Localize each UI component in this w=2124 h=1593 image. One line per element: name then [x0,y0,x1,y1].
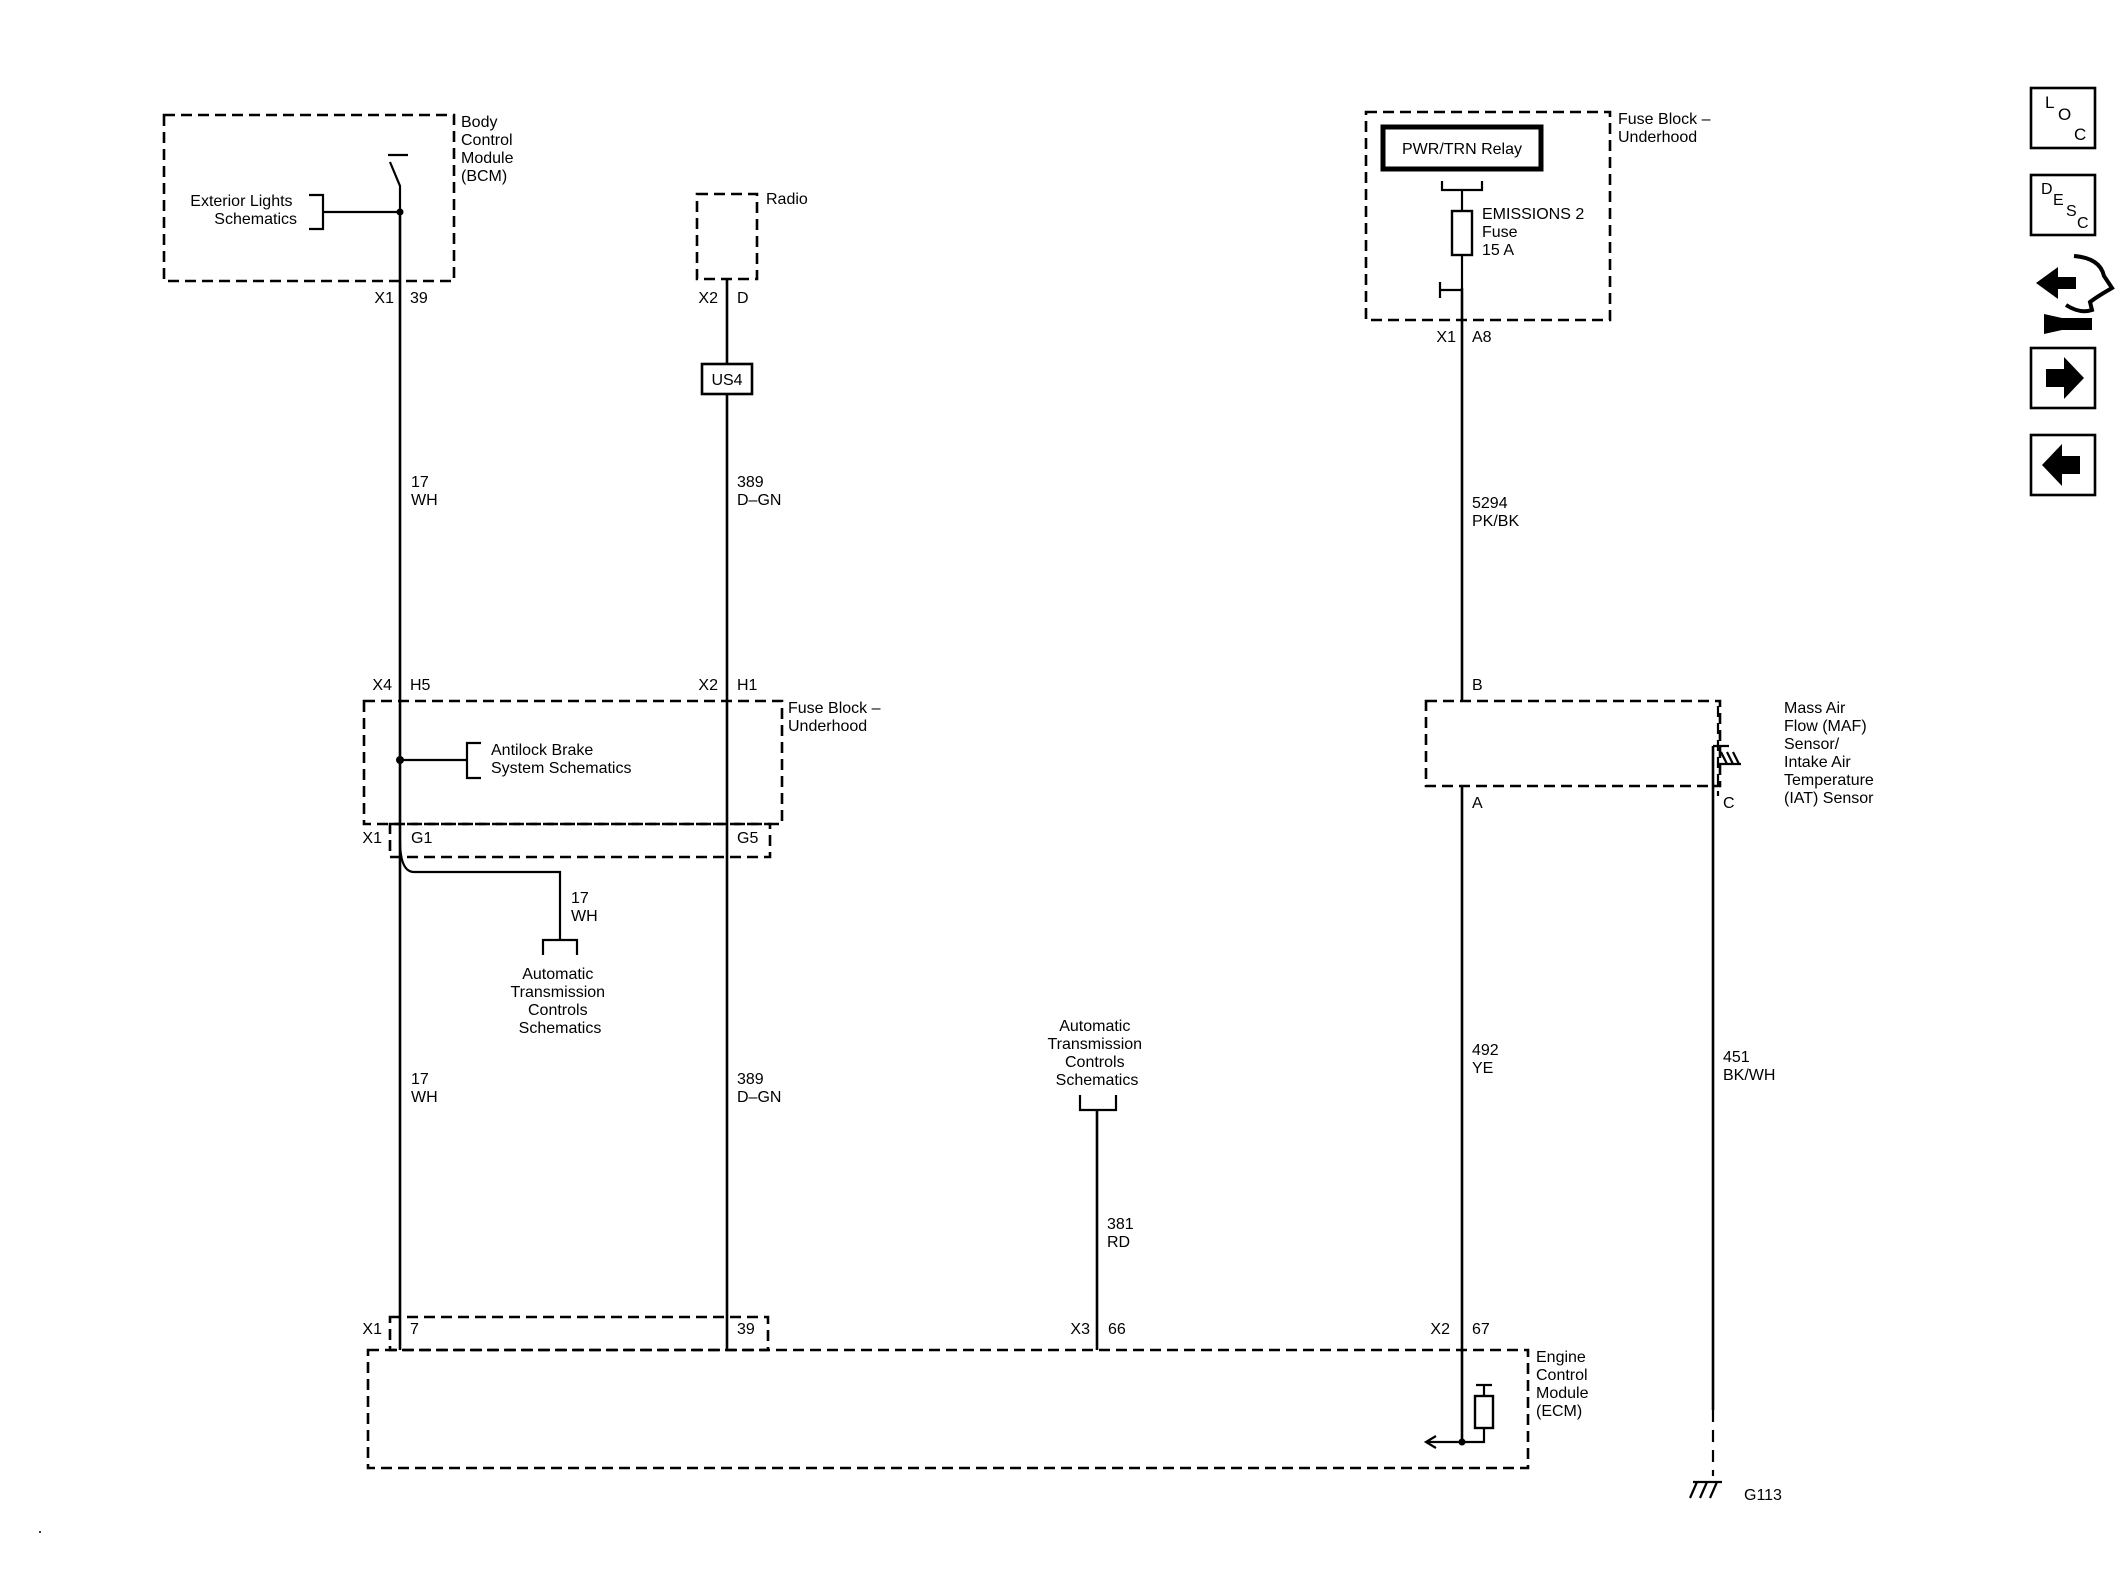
fb-mid-pin-left: H5 [410,677,431,694]
fb-mid-conn-left: X4 [372,677,392,694]
splice-us4-label: US4 [711,372,742,389]
bcm-pin-label: 39 [410,290,428,307]
exterior-lights-label: Exterior Lights Schematics [190,193,297,228]
desc-icon[interactable]: D E S C [2029,173,2097,237]
atc-branch-wire[interactable] [398,839,562,940]
bcm-label: Body Control Module (BCM) [461,114,518,185]
fb-mid-conn-right: X2 [698,677,718,694]
ecm-pin3-label: 66 [1108,1321,1126,1338]
desc-icon-e: E [2053,192,2064,209]
loc-icon-l: L [2045,93,2054,112]
splice-us4[interactable] [700,362,754,396]
ecm-box [366,1348,1530,1470]
ecm-pin1-label: 7 [410,1321,419,1338]
atc-center-label: Automatic Transmission Controls Schemati… [1048,1018,1147,1089]
ecm-resistor-symbol [1473,1394,1495,1430]
arrow-left-icon[interactable] [2029,433,2097,497]
loc-icon[interactable]: L O C [2029,86,2097,150]
desc-icon-c: C [2077,215,2089,232]
fb-out-connector-label: X1 [362,830,382,847]
maf-internal-ground-icon [1713,744,1741,766]
fb-mid-pin-right: H1 [737,677,758,694]
pwr-trn-relay-label: PWR/TRN Relay [1402,141,1522,158]
emissions-fuse-label: EMISSIONS 2 Fuse 15 A [1482,206,1589,259]
bcm-box [162,113,456,283]
wire-5294-pkbk-label: 5294 PK/BK [1472,495,1519,530]
ecm-input-arrow [1423,1435,1462,1449]
loc-icon-c: C [2074,125,2086,144]
connector-icon[interactable] [2036,254,2115,334]
fb-top-pin-label: A8 [1472,329,1492,346]
fb-top-connector-label: X1 [1436,329,1456,346]
bcm-switch-symbol [388,153,408,212]
scan-dot [39,1531,41,1533]
maf-pin-a: A [1472,795,1483,812]
wire-381-rd-label: 381 RD [1107,1216,1138,1251]
wire-389-dgn-label-upper: 389 D–GN [737,474,781,509]
bcm-connector-label: X1 [374,290,394,307]
maf-pin-c: C [1723,795,1735,812]
atc-left-label: Automatic Transmission Controls Schemati… [511,966,610,1037]
ecm-pullup-link [1462,1428,1486,1444]
wire-17-wh-label-upper: 17 WH [411,474,438,509]
maf-sensor-box [1424,699,1722,788]
wire-451-bkwh-label: 451 BK/WH [1723,1049,1775,1084]
ecm-conn1-label: X1 [362,1321,382,1338]
emissions-fuse-symbol[interactable] [1450,209,1474,257]
radio-box [695,192,759,281]
fb-out-pin-left: G1 [411,830,432,847]
fuse-block-mid-box [362,699,784,826]
radio-connector-label: X2 [698,290,718,307]
pwr-trn-relay[interactable] [1380,124,1544,172]
atc-center-bracket [1078,1095,1118,1112]
maf-pin-b: B [1472,677,1483,694]
abs-bracket [400,741,481,780]
fuse-terminal [1438,282,1462,298]
loc-icon-o: O [2058,105,2071,124]
ecm-label: Engine Control Module (ECM) [1536,1349,1593,1420]
fuse-block-top-box [1364,110,1612,322]
radio-pin-label: D [737,290,749,307]
atc-branch-wire-label: 17 WH [571,890,598,925]
ecm-pin2-label: 39 [737,1321,755,1338]
atc-left-bracket [541,938,579,955]
desc-icon-s: S [2066,203,2077,220]
ground-g113-label: G113 [1744,1487,1782,1504]
ground-g113-icon[interactable] [1688,1480,1722,1499]
desc-icon-d: D [2041,181,2053,198]
fuse-block-mid-connector [388,822,772,859]
ecm-conn4-label: X2 [1430,1321,1450,1338]
radio-label: Radio [766,191,808,208]
maf-sensor-label: Mass Air Flow (MAF) Sensor/ Intake Air T… [1784,700,1878,807]
arrow-right-icon[interactable] [2029,346,2097,410]
ecm-connector-x1 [388,1315,770,1352]
wire-492-ye-label: 492 YE [1472,1042,1503,1077]
ecm-conn3-label: X3 [1070,1321,1090,1338]
fuse-block-top-label: Fuse Block – Underhood [1618,111,1715,146]
exterior-lights-bracket [309,193,400,231]
relay-contact [1440,181,1484,211]
fuse-block-mid-label: Fuse Block – Underhood [788,700,885,735]
wire-17-wh-label-lower: 17 WH [411,1071,438,1106]
abs-schematics-label: Antilock Brake System Schematics [491,742,631,777]
fb-out-pin-right: G5 [737,830,758,847]
wire-389-dgn-label-lower: 389 D–GN [737,1071,781,1106]
ecm-pin4-label: 67 [1472,1321,1490,1338]
ecm-reference-symbol [1476,1383,1492,1396]
